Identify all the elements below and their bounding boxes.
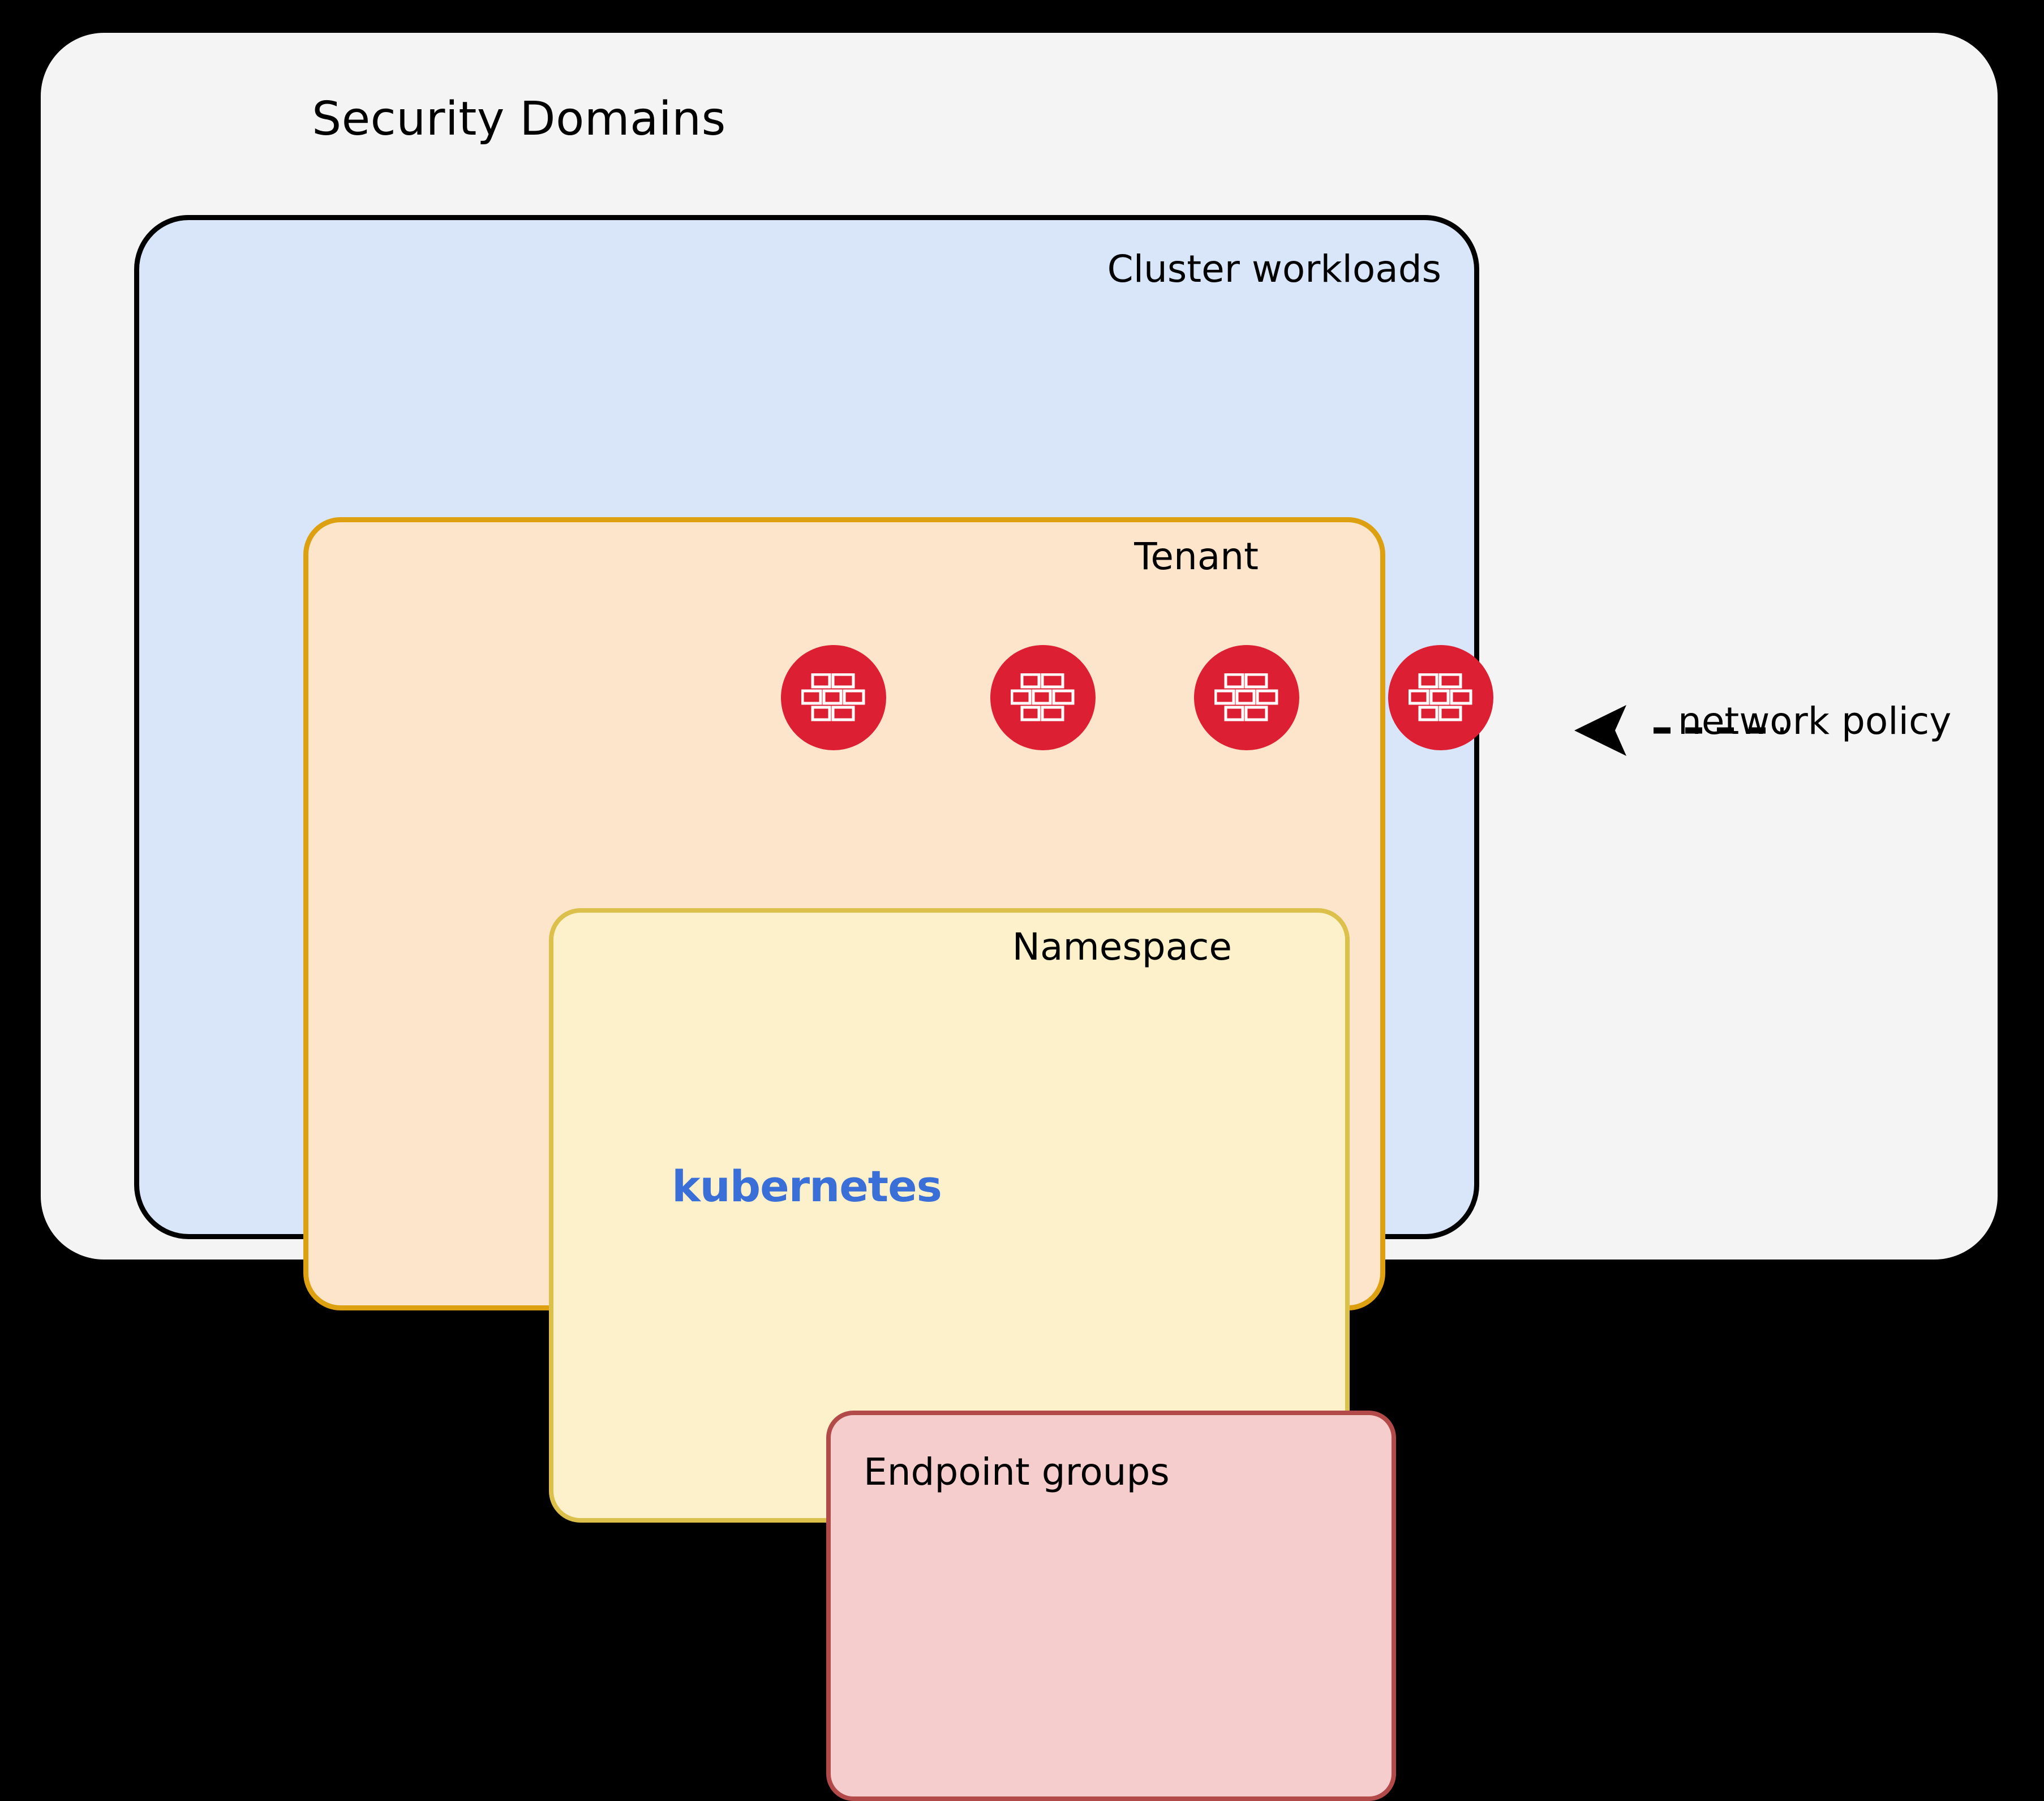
diagram-canvas: Security Domains Cluster workloads Tenan… [41,33,1998,1801]
firewall-brick-icon [1214,673,1278,721]
network-policy-marker-cluster-workloads[interactable] [1388,645,1493,750]
network-policy-marker-tenant[interactable] [1194,645,1299,750]
layer-label-cluster-workloads: Cluster workloads [1107,247,1441,291]
kubernetes-brand-label: kubernetes [672,1161,942,1211]
network-policy-marker-endpoint-groups[interactable] [781,645,886,750]
layer-namespace: Namespace Endpoint groups [549,908,1396,1801]
network-policy-marker-namespace[interactable] [990,645,1096,750]
firewall-brick-icon [801,673,865,721]
layer-label-endpoint-groups: Endpoint groups [864,1450,1170,1494]
page-title: Security Domains [312,92,726,146]
security-domains-container: Security Domains Cluster workloads Tenan… [41,33,1998,1801]
layer-label-namespace: Namespace [1012,925,1232,969]
network-policy-label: network policy [1678,699,1952,743]
network-policy-annotation: network policy [1540,682,2038,779]
layer-label-tenant: Tenant [1134,535,1259,578]
dashed-arrow-left-icon [1574,705,1784,756]
layer-endpoint-groups: Endpoint groups [826,1411,1396,1801]
firewall-brick-icon [1011,673,1075,721]
firewall-brick-icon [1409,673,1472,721]
